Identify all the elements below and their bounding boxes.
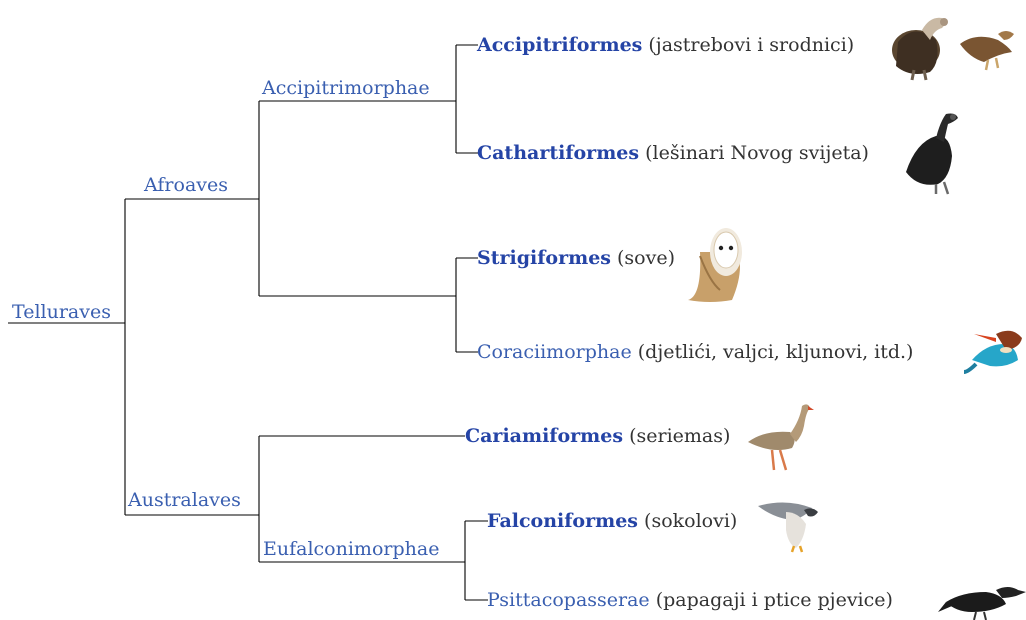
- taxon-name: Falconiformes: [487, 510, 638, 532]
- clade-label-australaves: Australaves: [127, 489, 241, 511]
- barn-owl-photo: [688, 228, 742, 302]
- taxon-name: Cathartiformes: [477, 142, 639, 164]
- taxon-label-psittacopasserae: Psittacopasserae (papagaji i ptice pjevi…: [487, 589, 893, 611]
- taxon-description: (sokolovi): [638, 510, 737, 532]
- taxon-name: Psittacopasserae: [487, 589, 650, 611]
- taxon-description: (jastrebovi i srodnici): [642, 34, 854, 56]
- taxon-label-accipitriformes: Accipitriformes (jastrebovi i srodnici): [476, 34, 854, 56]
- black-vulture-photo: [906, 113, 958, 195]
- taxon-name: Cariamiformes: [465, 425, 623, 447]
- taxon-label-falconiformes: Falconiformes (sokolovi): [487, 510, 737, 532]
- vulture-photo: [892, 17, 948, 81]
- kingfisher-photo: [963, 330, 1022, 374]
- taxon-label-cathartiformes: Cathartiformes (lešinari Novog svijeta): [477, 142, 869, 164]
- clade-label-telluraves: Telluraves: [12, 301, 111, 323]
- seriema-photo: [748, 404, 814, 471]
- taxon-description: (papagaji i ptice pjevice): [650, 589, 893, 611]
- taxon-name: Coraciimorphae: [477, 341, 632, 363]
- taxon-description: (lešinari Novog svijeta): [639, 142, 869, 164]
- clade-label-afroaves: Afroaves: [143, 174, 228, 196]
- taxon-description: (djetlići, valjci, kljunovi, itd.): [632, 341, 914, 363]
- clade-label-eufalconimorphae: Eufalconimorphae: [263, 538, 439, 560]
- taxon-name: Strigiformes: [477, 247, 611, 269]
- taxon-description: (sove): [611, 247, 675, 269]
- taxon-label-strigiformes: Strigiformes (sove): [477, 247, 675, 269]
- taxon-label-coraciimorphae: Coraciimorphae (djetlići, valjci, kljuno…: [477, 341, 913, 363]
- taxon-description: (seriemas): [623, 425, 730, 447]
- tree-branches: [8, 44, 488, 601]
- clade-label-accipitrimorphae: Accipitrimorphae: [261, 77, 430, 99]
- falcon-photo: [758, 502, 818, 553]
- taxon-label-cariamiformes: Cariamiformes (seriemas): [465, 425, 730, 447]
- taxon-name: Accipitriformes: [476, 34, 642, 56]
- eagle-photo: [960, 31, 1014, 71]
- crow-photo: [938, 587, 1026, 620]
